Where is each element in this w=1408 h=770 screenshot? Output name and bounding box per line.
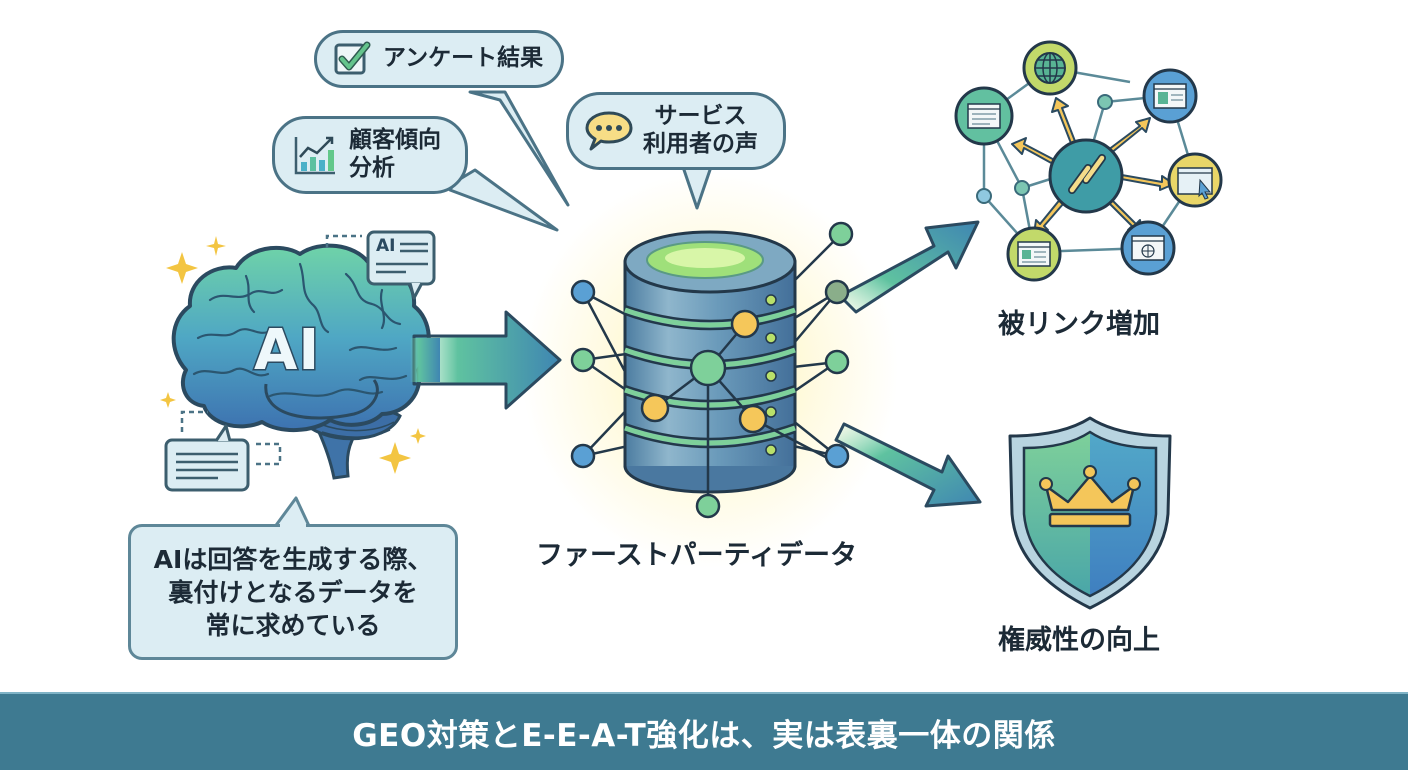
banner-text: GEO対策とE-E-A-T強化は、実は表裏一体の関係	[352, 717, 1056, 754]
user-voice-line2: 利用者の声	[643, 131, 758, 157]
ai-note-line2: 裏付けとなるデータを	[168, 577, 418, 607]
shield-crown-icon	[1008, 416, 1172, 610]
customer-trend-bubble: 顧客傾向 分析	[272, 116, 468, 194]
checkbox-check-icon	[334, 41, 371, 75]
brain-ai-label: AI	[252, 317, 321, 385]
bubble-tails	[448, 90, 714, 232]
brain-illustration	[160, 236, 431, 480]
speech-bubble-ellipsis-icon	[585, 111, 633, 151]
ai-note-line1: AIは回答を生成する際、	[153, 544, 433, 574]
browser-cursor-node	[1167, 152, 1223, 208]
summary-banner: GEO対策とE-E-A-T強化は、実は表裏一体の関係	[0, 692, 1408, 770]
database-network-icon	[570, 221, 854, 519]
browser-node	[1142, 68, 1198, 124]
link-network-icon	[954, 40, 1223, 282]
arrow-database-to-authority	[834, 422, 982, 508]
browser-globe-node	[1120, 220, 1176, 276]
customer-trend-line2: 分析	[349, 155, 395, 181]
arrow-brain-to-database	[410, 310, 562, 410]
ai-note-line3: 常に求めている	[205, 610, 381, 640]
survey-bubble: アンケート結果	[314, 30, 564, 88]
browser-node	[954, 86, 1014, 146]
ai-document-icon	[325, 230, 436, 300]
note-tail-cover	[280, 524, 306, 530]
ai-note-box: AIは回答を生成する際、 裏付けとなるデータを 常に求めている	[128, 524, 458, 660]
customer-trend-line1: 顧客傾向	[349, 127, 441, 154]
user-voice-line1: サービス	[654, 103, 747, 130]
backlinks-label: 被リンク増加	[998, 309, 1160, 340]
arrow-database-to-backlinks	[838, 220, 980, 314]
survey-label: アンケート結果	[383, 45, 544, 72]
ai-document-label: AI	[376, 236, 396, 256]
bar-chart-trend-icon	[294, 136, 335, 175]
database-label: ファーストパーティデータ	[536, 540, 858, 571]
sparkle-icon	[160, 236, 426, 474]
chat-document-icon	[164, 410, 282, 492]
browser-node	[1006, 226, 1062, 282]
authority-label: 権威性の向上	[998, 625, 1160, 656]
user-voice-bubble: サービス 利用者の声	[566, 92, 786, 170]
